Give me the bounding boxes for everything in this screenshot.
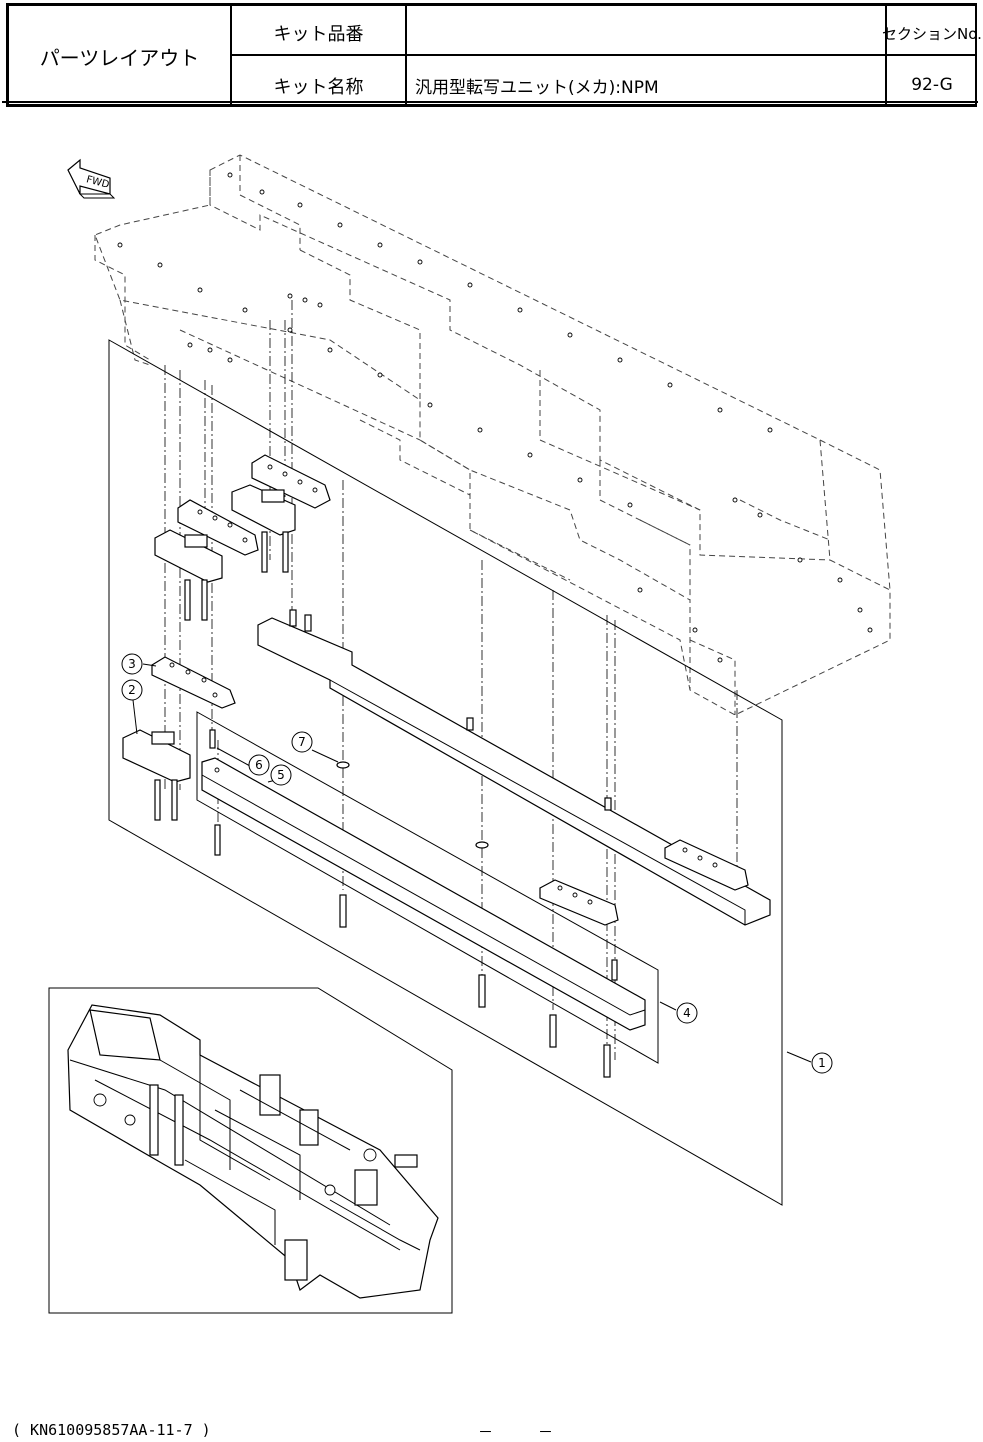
page-number: － － [478, 1421, 553, 1442]
document-code: ( KN610095857AA-11-7 ) [12, 1421, 211, 1439]
svg-text:6: 6 [255, 758, 263, 772]
svg-text:3: 3 [128, 657, 136, 671]
assembly-centerlines [165, 300, 737, 1060]
callout-2: 2 [122, 680, 142, 734]
upper-mounting-parts [155, 455, 330, 620]
washer [476, 842, 488, 848]
lower-plate [540, 880, 618, 925]
svg-text:7: 7 [298, 735, 306, 749]
svg-text:4: 4 [683, 1006, 691, 1020]
callout-5: 5 [268, 765, 291, 785]
callout-1: 1 [787, 1052, 832, 1073]
callout-3: 3 [122, 654, 156, 674]
svg-text:2: 2 [128, 683, 136, 697]
assembly-inset-view [49, 988, 452, 1313]
svg-text:5: 5 [277, 768, 285, 782]
washer-part-7 [337, 762, 349, 768]
callout-4: 4 [660, 1002, 697, 1023]
fwd-direction-arrow-icon: FWD [68, 160, 114, 198]
callout-7: 7 [292, 732, 338, 762]
part-3-plate [152, 657, 235, 708]
machine-frame-phantom [95, 155, 890, 715]
upper-rail [258, 610, 770, 925]
svg-text:1: 1 [818, 1056, 826, 1070]
lower-rail-part-5 [202, 730, 645, 1030]
transfer-unit-isometric [68, 1005, 438, 1298]
